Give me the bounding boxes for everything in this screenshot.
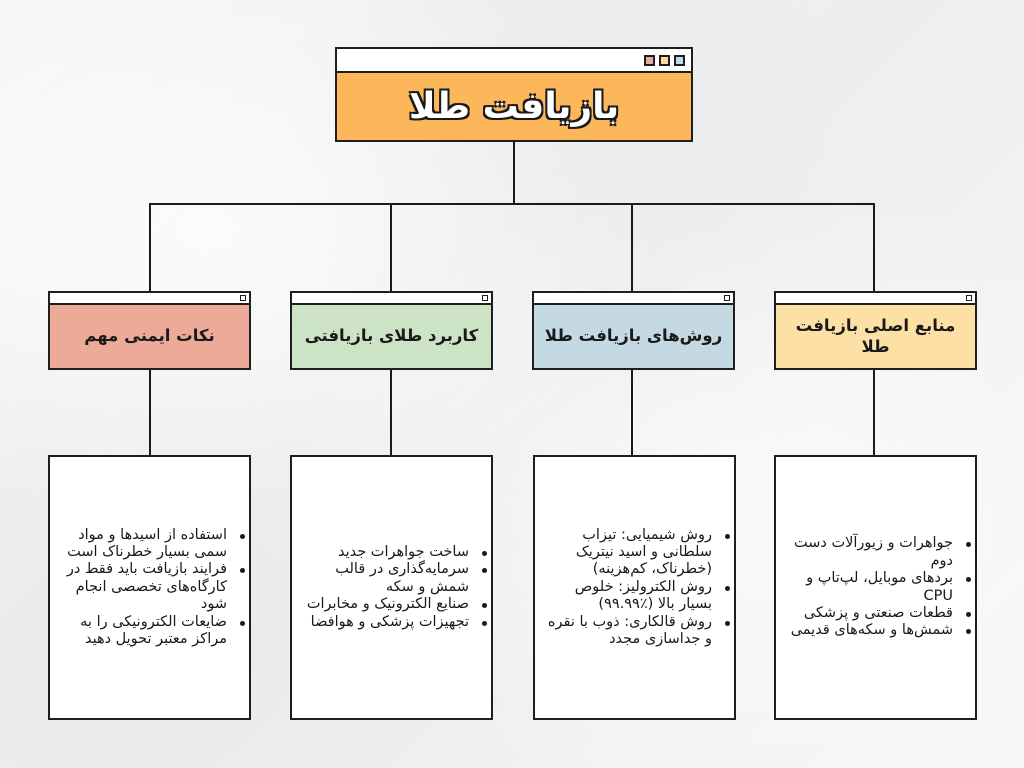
connector-methods-content [631,369,633,456]
category-sources: منابع اصلی بازیافت طلا [774,291,977,370]
root-title: بازیافت طلا [337,73,691,140]
category-titlebar [776,293,975,305]
connector-horizontal-bar [149,203,875,205]
content-methods: روش شیمیایی: تیزاب سلطانی و اسید نیتریک … [533,455,736,720]
category-titlebar [50,293,249,305]
window-dot-icon [674,54,685,66]
category-safety: نکات ایمنی مهم [48,291,251,370]
list-item: روش الکترولیز: خلوص بسیار بالا (٪۹۹.۹۹) [545,579,730,614]
window-dot-icon [966,295,972,301]
content-sources: جواهرات و زیورآلات دست دوم بردهای موبایل… [774,455,977,720]
window-dot-icon [724,295,730,301]
bullet-list: ساخت جواهرات جدید سرمایه‌گذاری در قالب ش… [292,544,491,631]
root-node: بازیافت طلا [335,47,693,142]
content-usage: ساخت جواهرات جدید سرمایه‌گذاری در قالب ش… [290,455,493,720]
bullet-list: استفاده از اسیدها و مواد سمی بسیار خطرنا… [50,527,249,649]
connector-usage-content [390,369,392,456]
list-item: بردهای موبایل، لپ‌تاپ و CPU [786,570,971,605]
category-title: روش‌های بازیافت طلا [534,305,733,368]
connector-safety-content [149,369,151,456]
connector-sources-content [873,369,875,456]
list-item: روش شیمیایی: تیزاب سلطانی و اسید نیتریک … [545,527,730,579]
category-title: کاربرد طلای بازیافتی [292,305,491,368]
list-item: سرمایه‌گذاری در قالب شمش و سکه [302,561,487,596]
bullet-list: روش شیمیایی: تیزاب سلطانی و اسید نیتریک … [535,527,734,649]
window-dot-icon [659,54,670,66]
connector-to-usage [390,203,392,292]
category-titlebar [292,293,491,305]
list-item: قطعات صنعتی و پزشکی [786,605,971,622]
list-item: صنایع الکترونیک و مخابرات [302,596,487,613]
category-methods: روش‌های بازیافت طلا [532,291,735,370]
list-item: ضایعات الکترونیکی را به مراکز معتبر تحوی… [60,614,245,649]
content-safety: استفاده از اسیدها و مواد سمی بسیار خطرنا… [48,455,251,720]
window-dot-icon [644,54,655,66]
list-item: روش قالکاری: ذوب با نقره و جداسازی مجدد [545,614,730,649]
connector-to-safety [149,203,151,292]
connector-root-down [513,141,515,205]
list-item: جواهرات و زیورآلات دست دوم [786,535,971,570]
category-title: نکات ایمنی مهم [50,305,249,368]
list-item: فرایند بازیافت باید فقط در کارگاه‌های تخ… [60,561,245,613]
list-item: تجهیزات پزشکی و هوافضا [302,614,487,631]
bullet-list: جواهرات و زیورآلات دست دوم بردهای موبایل… [776,535,975,639]
category-titlebar [534,293,733,305]
list-item: ساخت جواهرات جدید [302,544,487,561]
root-window-titlebar [337,49,691,73]
category-title: منابع اصلی بازیافت طلا [776,305,975,368]
category-usage: کاربرد طلای بازیافتی [290,291,493,370]
list-item: شمش‌ها و سکه‌های قدیمی [786,622,971,639]
window-dot-icon [482,295,488,301]
connector-to-sources [873,203,875,292]
list-item: استفاده از اسیدها و مواد سمی بسیار خطرنا… [60,527,245,562]
connector-to-methods [631,203,633,292]
window-dot-icon [240,295,246,301]
